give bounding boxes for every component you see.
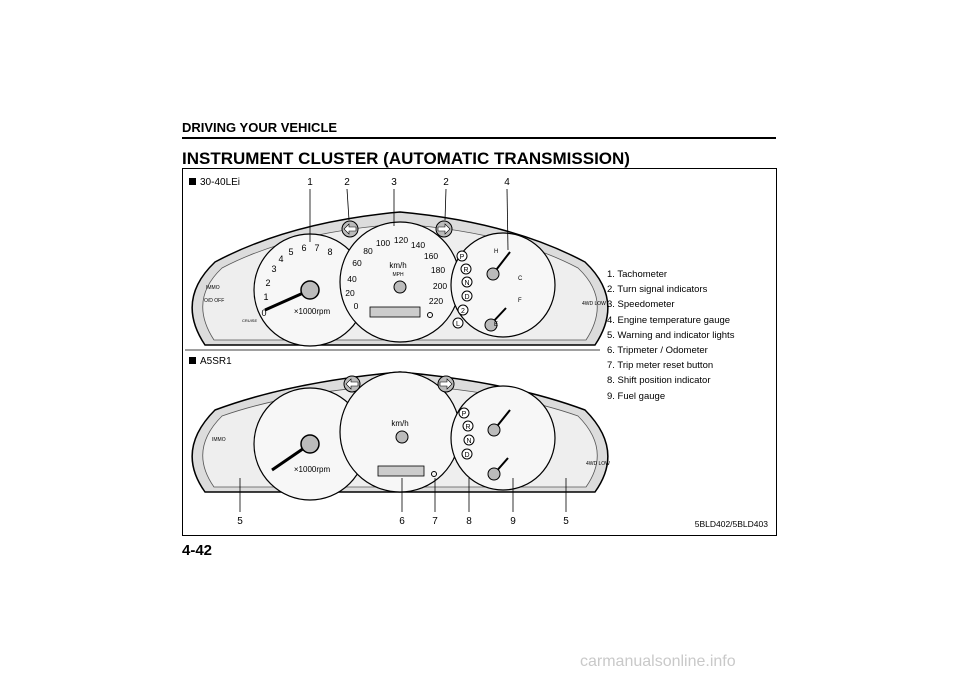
legend-item: 1. Tachometer <box>607 269 668 280</box>
speed-unit-bottom: km/h <box>391 419 408 428</box>
gear-indicator: 2 <box>461 308 465 315</box>
temp-cold-label: C <box>518 276 523 282</box>
tachometer-hub <box>300 280 320 300</box>
variant-label-top: 30-40LEi <box>189 177 240 188</box>
temp-fuel-dial <box>450 232 556 338</box>
page-number: 4-42 <box>182 542 213 559</box>
gear-indicator: L <box>456 321 460 328</box>
callout-2: 2 <box>443 177 449 188</box>
legend-item: 3. Speedometer <box>607 299 675 311</box>
header-rule <box>182 137 776 139</box>
legend-item: 5. Warning and indicator lights <box>607 329 735 341</box>
figure-code: 5BLD402/5BLD403 <box>694 519 768 529</box>
speed-tick: 140 <box>411 240 425 250</box>
legend-item: 4. Engine temperature gauge <box>607 314 731 326</box>
odometer-display-bottom <box>377 465 425 477</box>
tach-tick: 6 <box>301 243 306 253</box>
speed-tick: 60 <box>352 258 362 268</box>
callout-5: 5 <box>563 516 569 527</box>
gear-indicator: N <box>466 438 471 445</box>
gear-indicator: D <box>464 294 469 301</box>
tach-tick: 1 <box>263 292 268 302</box>
speed-tick: 80 <box>363 246 373 256</box>
speed-tick: 160 <box>424 251 438 261</box>
speed-tick: 220 <box>429 296 443 306</box>
trip-reset-button <box>427 312 433 318</box>
speed-tick: 120 <box>394 235 408 245</box>
speed-unit-sub: MPH <box>392 272 404 278</box>
legend-item: 8. Shift position indicator <box>607 375 711 387</box>
callout-6: 6 <box>399 516 405 527</box>
tach-tick: 5 <box>288 247 293 257</box>
watermark: carmanualsonline.info <box>580 653 736 670</box>
cluster-bottom: ×1000rpm km/h P R N D IMMO 4WD LOW 5 <box>191 371 610 527</box>
trip-reset-button-bottom <box>431 471 437 477</box>
gear-indicator: N <box>464 280 469 287</box>
speed-tick: 20 <box>345 288 355 298</box>
tach-unit-bottom: ×1000rpm <box>294 465 331 474</box>
callout-legend: 1. Tachometer 2. Turn signal indicators … <box>607 267 734 404</box>
section-header: DRIVING YOUR VEHICLE <box>182 120 338 135</box>
legend-item: 7. Trip meter reset button <box>607 360 714 372</box>
callout-2: 2 <box>344 177 350 188</box>
callout-7: 7 <box>432 516 438 527</box>
legend-item: 9. Fuel gauge <box>607 390 666 402</box>
callout-1: 1 <box>307 177 313 188</box>
variant-label-bottom: A5SR1 <box>189 356 232 367</box>
tach-tick: 3 <box>271 264 276 274</box>
tach-tick: 8 <box>327 247 332 257</box>
speed-unit: km/h <box>389 261 406 270</box>
speed-tick: 100 <box>376 238 390 248</box>
figure-box: 30-40LEi A5SR1 5BLD402/5BLD403 <box>182 168 777 536</box>
turn-signal-right-icon <box>435 220 453 238</box>
callout-9: 9 <box>510 516 516 527</box>
turn-signal-right-icon <box>437 375 455 393</box>
4wd-low-label: 4WD LOW <box>582 301 606 307</box>
turn-signal-left-icon <box>341 220 359 238</box>
fuel-full-label: F <box>518 298 522 304</box>
temp-hot-label: H <box>494 249 498 255</box>
tach-tick: 0 <box>261 308 266 318</box>
immo-label: IMMO <box>206 285 220 291</box>
tach-unit: ×1000rpm <box>294 307 331 316</box>
fuel-empty-label: E <box>494 322 498 328</box>
tach-tick: 4 <box>278 254 283 264</box>
legend-item: 6. Tripmeter / Odometer <box>607 345 708 357</box>
callout-3: 3 <box>391 177 397 188</box>
odometer-display <box>369 306 421 318</box>
tach-tick: 7 <box>314 243 319 253</box>
speed-tick: 40 <box>347 274 357 284</box>
temp-fuel-dial-bottom <box>450 385 556 491</box>
immo-label-bottom: IMMO <box>212 437 226 443</box>
callout-8: 8 <box>466 516 472 527</box>
speed-tick: 200 <box>433 281 447 291</box>
gear-indicator: P <box>462 411 467 418</box>
callout-5: 5 <box>237 516 243 527</box>
callout-4: 4 <box>504 177 510 188</box>
speed-tick: 0 <box>354 301 359 311</box>
speed-tick: 180 <box>431 265 445 275</box>
gear-indicator: R <box>465 424 470 431</box>
page-title: INSTRUMENT CLUSTER (AUTOMATIC TRANSMISSI… <box>182 149 630 168</box>
tach-tick: 2 <box>265 278 270 288</box>
gear-indicator: P <box>460 254 465 261</box>
gear-indicator: R <box>463 267 468 274</box>
legend-item: 2. Turn signal indicators <box>607 284 708 296</box>
gear-indicator: D <box>464 452 469 459</box>
4wd-low-label-bottom: 4WD LOW <box>586 461 610 467</box>
od-off-label: O/D OFF <box>204 298 224 304</box>
cluster-top: 0 1 2 3 4 5 6 7 8 ×1000rpm 0 20 40 60 80… <box>191 177 609 347</box>
cruise-label: CRUISE <box>242 318 257 323</box>
turn-signal-left-icon <box>343 375 361 393</box>
